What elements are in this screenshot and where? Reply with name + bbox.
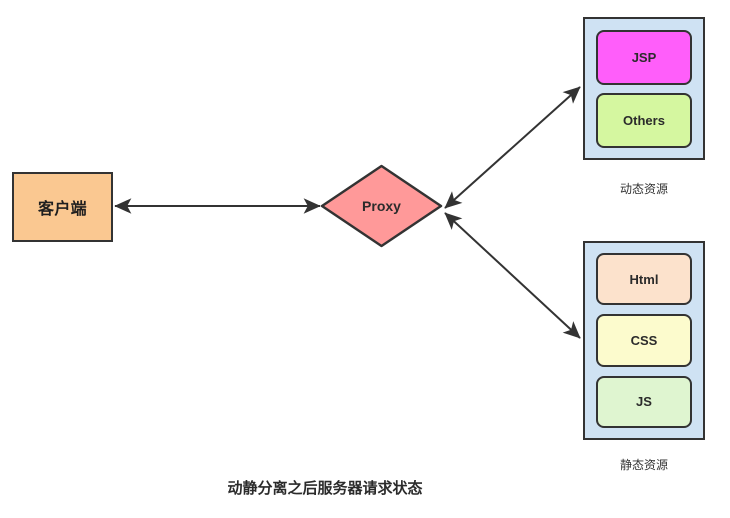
- group-static-resources[interactable]: Html CSS JS: [583, 241, 705, 440]
- group-item-css-label: CSS: [630, 332, 658, 348]
- connector-proxy-static: [444, 212, 581, 339]
- connector-proxy-dynamic: [444, 86, 581, 209]
- group-item-html-label: Html: [629, 271, 659, 287]
- group-item-js[interactable]: JS: [596, 375, 692, 428]
- node-client[interactable]: 客户端: [12, 172, 113, 242]
- group-item-jsp-label: JSP: [631, 49, 657, 65]
- group-item-jsp[interactable]: JSP: [596, 29, 692, 85]
- group-item-others-label: Others: [623, 112, 665, 128]
- group-dynamic-resources[interactable]: JSP Others: [583, 17, 705, 160]
- node-proxy[interactable]: Proxy: [320, 164, 443, 248]
- caption-dynamic-resources: 动态资源: [619, 182, 668, 196]
- group-item-js-label: JS: [636, 394, 652, 410]
- diagram-title: 动静分离之后服务器请求状态: [227, 480, 423, 497]
- group-item-css[interactable]: CSS: [596, 314, 692, 367]
- caption-static-resources: 静态资源: [619, 458, 668, 472]
- node-client-label: 客户端: [38, 201, 87, 218]
- group-item-others[interactable]: Others: [596, 92, 692, 148]
- proxy-diamond-shape: [320, 164, 443, 248]
- group-item-html[interactable]: Html: [596, 253, 692, 306]
